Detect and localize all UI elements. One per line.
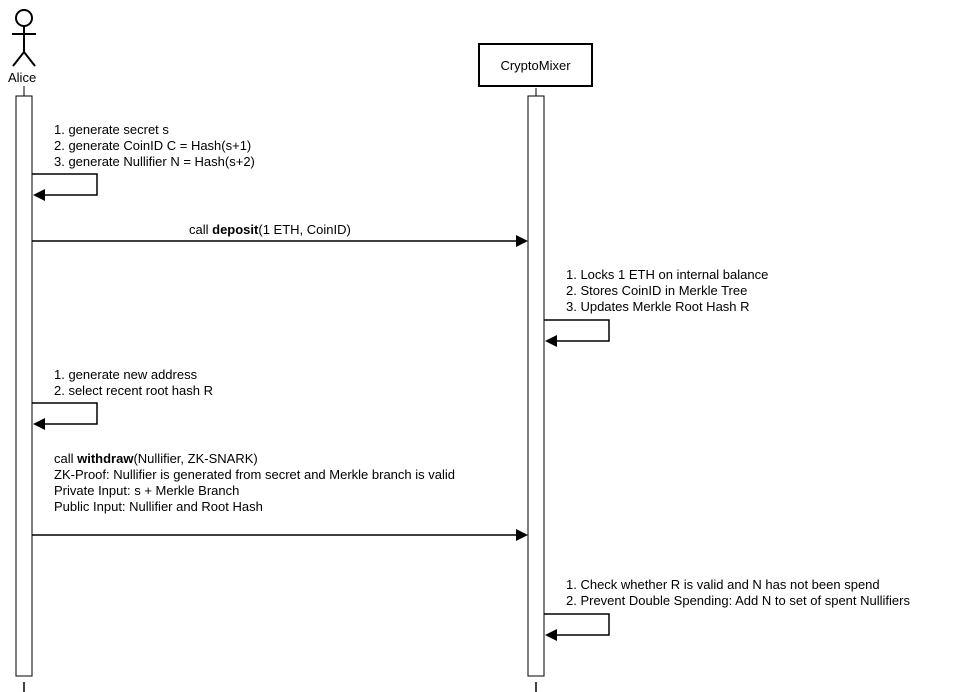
deposit-call-prefix: call	[189, 222, 213, 237]
alice-step-2-line-2: 2. select recent root hash R	[54, 383, 213, 398]
withdraw-call-args: (Nullifier, ZK-SNARK)	[133, 451, 258, 466]
mixer-step-2-line-2: 2. Prevent Double Spending: Add N to set…	[566, 593, 910, 608]
alice-step-1-line-2: 2. generate CoinID C = Hash(s+1)	[54, 138, 252, 153]
mixer-step-1-line-3: 3. Updates Merkle Root Hash R	[566, 299, 750, 314]
alice-self-arrow-1	[32, 173, 98, 201]
deposit-method-name: deposit	[212, 222, 259, 237]
withdraw-arrow	[32, 529, 528, 541]
deposit-call-label: call deposit(1 ETH, CoinID)	[189, 222, 351, 238]
alice-lifeline	[15, 86, 33, 692]
deposit-arrow	[32, 235, 528, 247]
alice-step-1-line-3: 3. generate Nullifier N = Hash(s+2)	[54, 154, 255, 169]
alice-step-1-line-1: 1. generate secret s	[54, 122, 169, 137]
alice-actor-icon	[12, 9, 36, 67]
mixer-step-1-line-1: 1. Locks 1 ETH on internal balance	[566, 267, 769, 282]
withdraw-detail-2: Private Input: s + Merkle Branch	[54, 483, 240, 498]
cryptomixer-label: CryptoMixer	[500, 57, 571, 73]
mixer-self-arrow-1	[544, 319, 610, 347]
withdraw-call-prefix: call	[54, 451, 78, 466]
cryptomixer-participant: CryptoMixer	[478, 43, 593, 87]
withdraw-method-name: withdraw	[77, 451, 134, 466]
mixer-self-arrow-2	[544, 613, 610, 641]
alice-step-2-line-1: 1. generate new address	[54, 367, 198, 382]
mixer-step-2-line-1: 1. Check whether R is valid and N has no…	[566, 577, 880, 592]
mixer-step-1-line-2: 2. Stores CoinID in Merkle Tree	[566, 283, 748, 298]
deposit-call-args: (1 ETH, CoinID)	[258, 222, 351, 237]
withdraw-call-label: call withdraw(Nullifier, ZK-SNARK)	[54, 451, 258, 467]
mixer-lifeline	[527, 88, 545, 692]
withdraw-detail-1: ZK-Proof: Nullifier is generated from se…	[54, 467, 455, 482]
alice-self-arrow-2	[32, 402, 98, 430]
alice-label: Alice	[8, 70, 37, 85]
withdraw-detail-3: Public Input: Nullifier and Root Hash	[54, 499, 263, 514]
